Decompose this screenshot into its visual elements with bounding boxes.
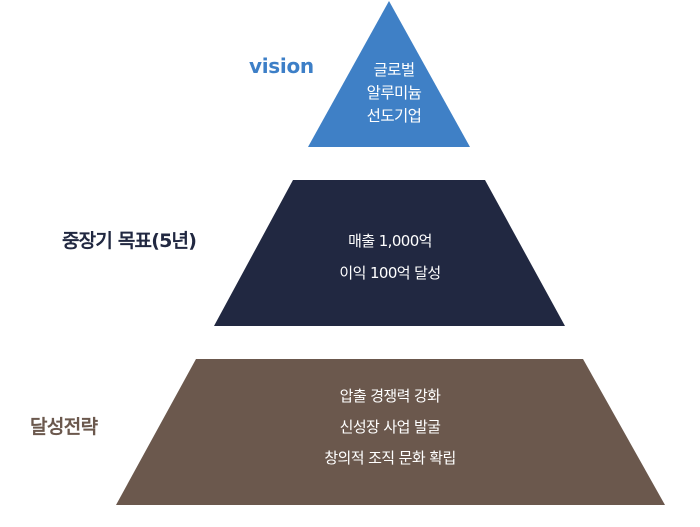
goal-text-line: 매출 1,000억 — [348, 232, 432, 250]
strategy-text-line: 창의적 조직 문화 확립 — [324, 449, 456, 467]
vision-text-line: 알루미늄 — [366, 84, 422, 102]
strategy-text-line: 압출 경쟁력 강화 — [339, 387, 441, 405]
goal-text-line: 이익 100억 달성 — [339, 264, 441, 282]
achievement-strategy-label: 달성전략 — [30, 416, 98, 438]
pyramid-tier-bottom-shape — [116, 359, 665, 505]
vision-text-line: 글로벌 — [373, 61, 416, 79]
vision-text-line: 선도기업 — [366, 107, 422, 125]
vision-text-block: 글로벌 알루미늄 선도기업 — [339, 59, 449, 128]
pyramid-tier-top-shape — [308, 1, 470, 147]
vision-label: vision — [249, 54, 314, 78]
strategy-text-block: 압출 경쟁력 강화 신성장 사업 발굴 창의적 조직 문화 확립 — [270, 381, 510, 474]
mid-term-goal-label: 중장기 목표(5년) — [62, 230, 197, 252]
mid-term-goal-text-block: 매출 1,000억 이익 100억 달성 — [290, 225, 490, 289]
pyramid-tier-middle-shape — [214, 180, 565, 326]
strategy-text-line: 신성장 사업 발굴 — [339, 418, 441, 436]
